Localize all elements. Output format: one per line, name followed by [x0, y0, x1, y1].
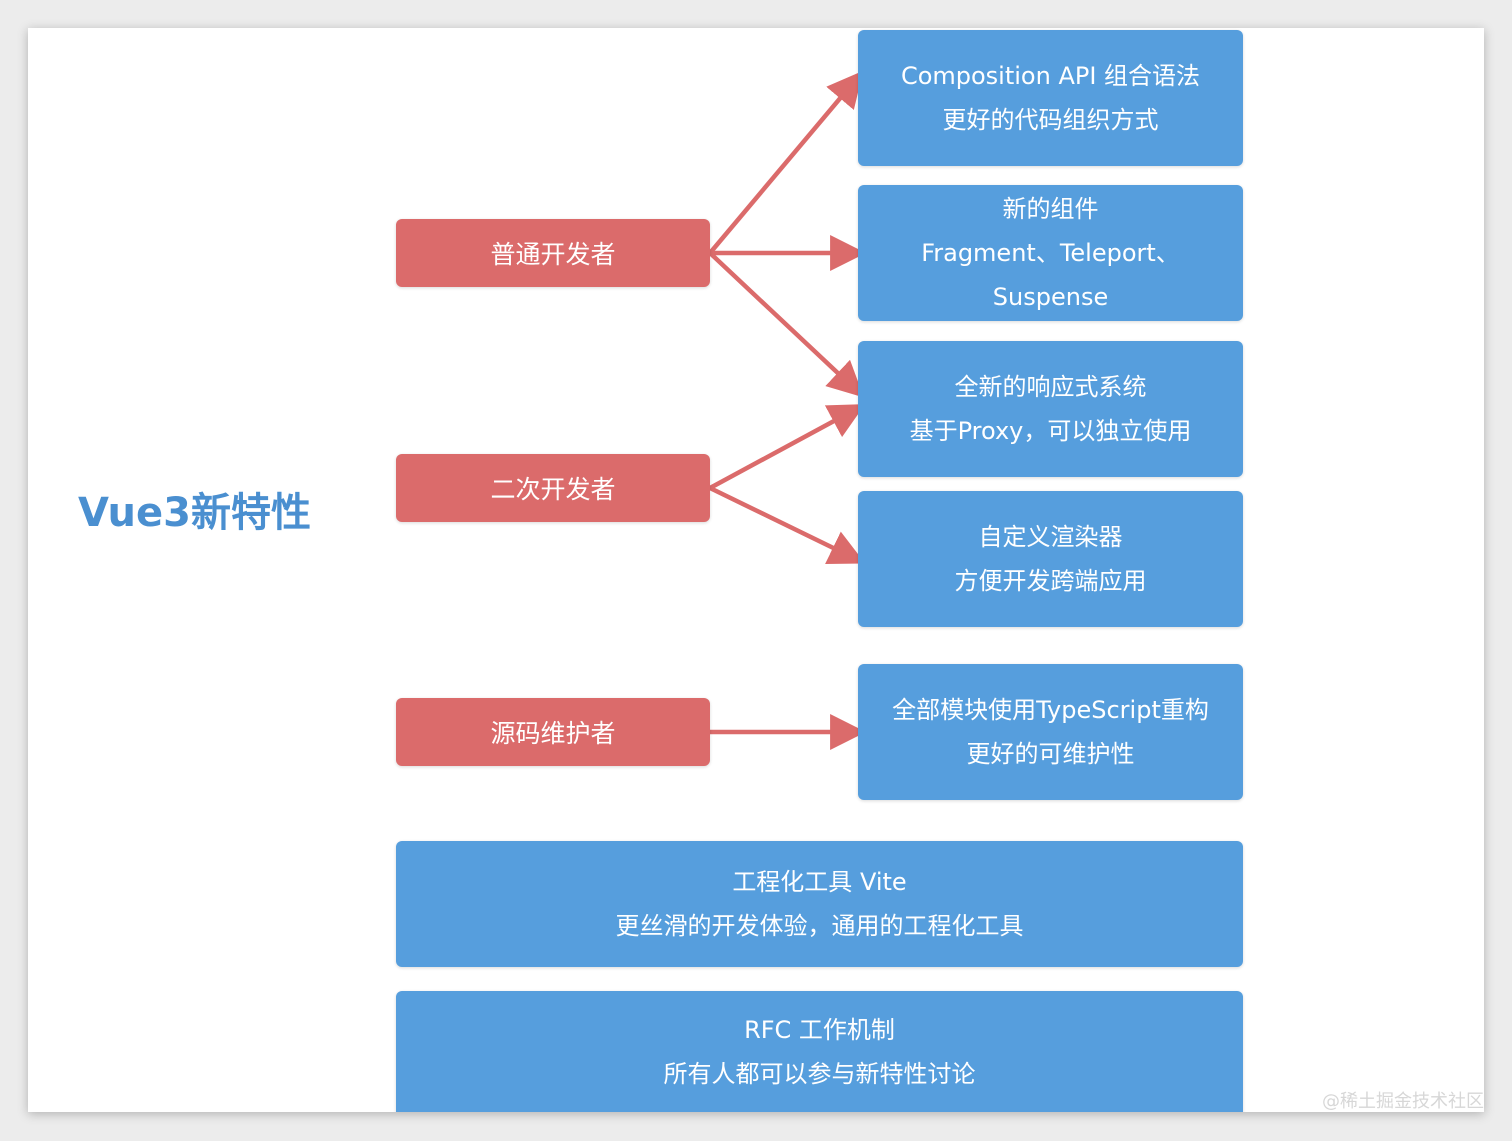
feature-reactivity-line-1: 全新的响应式系统 [954, 373, 1147, 401]
feature-vite-line-2: 更丝滑的开发体验，通用的工程化工具 [615, 912, 1024, 940]
feature-components-line-1: 新的组件 [1002, 195, 1099, 223]
role-regular-developer: 普通开发者 [396, 219, 710, 287]
feature-reactivity-line-2: 基于Proxy，可以独立使用 [909, 417, 1192, 445]
feature-rfc-line-2: 所有人都可以参与新特性讨论 [663, 1060, 976, 1088]
feature-renderer-line-2: 方便开发跨端应用 [954, 567, 1147, 595]
feature-custom-renderer: 自定义渲染器 方便开发跨端应用 [858, 491, 1243, 627]
arrow-secondary-to-reactivity [708, 404, 866, 490]
feature-rfc-line-1: RFC 工作机制 [744, 1016, 895, 1044]
feature-typescript-line-2: 更好的可维护性 [966, 740, 1135, 768]
feature-components-line-2: Fragment、Teleport、 [921, 239, 1180, 267]
arrows [708, 70, 867, 750]
feature-typescript-rewrite: 全部模块使用TypeScript重构 更好的可维护性 [858, 664, 1243, 800]
feature-composition-api: Composition API 组合语法 更好的代码组织方式 [858, 30, 1243, 166]
feature-composition-line-1: Composition API 组合语法 [900, 62, 1201, 90]
arrow-regular-to-composition [708, 70, 864, 255]
feature-rfc: RFC 工作机制 所有人都可以参与新特性讨论 [396, 991, 1243, 1112]
arrow-regular-to-reactivity [708, 251, 864, 398]
feature-renderer-line-1: 自定义渲染器 [978, 523, 1123, 551]
diagram-title: Vue3新特性 [78, 490, 311, 536]
feature-composition-line-2: 更好的代码组织方式 [942, 106, 1159, 134]
role-secondary-developer: 二次开发者 [396, 454, 710, 522]
role-source-maintainer: 源码维护者 [396, 698, 710, 766]
watermark: @稀土掘金技术社区 [1322, 1091, 1484, 1112]
feature-new-components: 新的组件 Fragment、Teleport、 Suspense [858, 185, 1243, 321]
arrow-secondary-to-renderer [709, 485, 866, 564]
feature-vite-line-1: 工程化工具 Vite [732, 868, 907, 896]
diagram-card: Vue3新特性 普通开发者 二次开发者 源码维护者 Composition AP… [28, 28, 1484, 1112]
feature-components-line-3: Suspense [992, 283, 1109, 311]
feature-vite: 工程化工具 Vite 更丝滑的开发体验，通用的工程化工具 [396, 841, 1243, 967]
feature-typescript-line-1: 全部模块使用TypeScript重构 [892, 696, 1209, 724]
feature-reactivity-system: 全新的响应式系统 基于Proxy，可以独立使用 [858, 341, 1243, 477]
